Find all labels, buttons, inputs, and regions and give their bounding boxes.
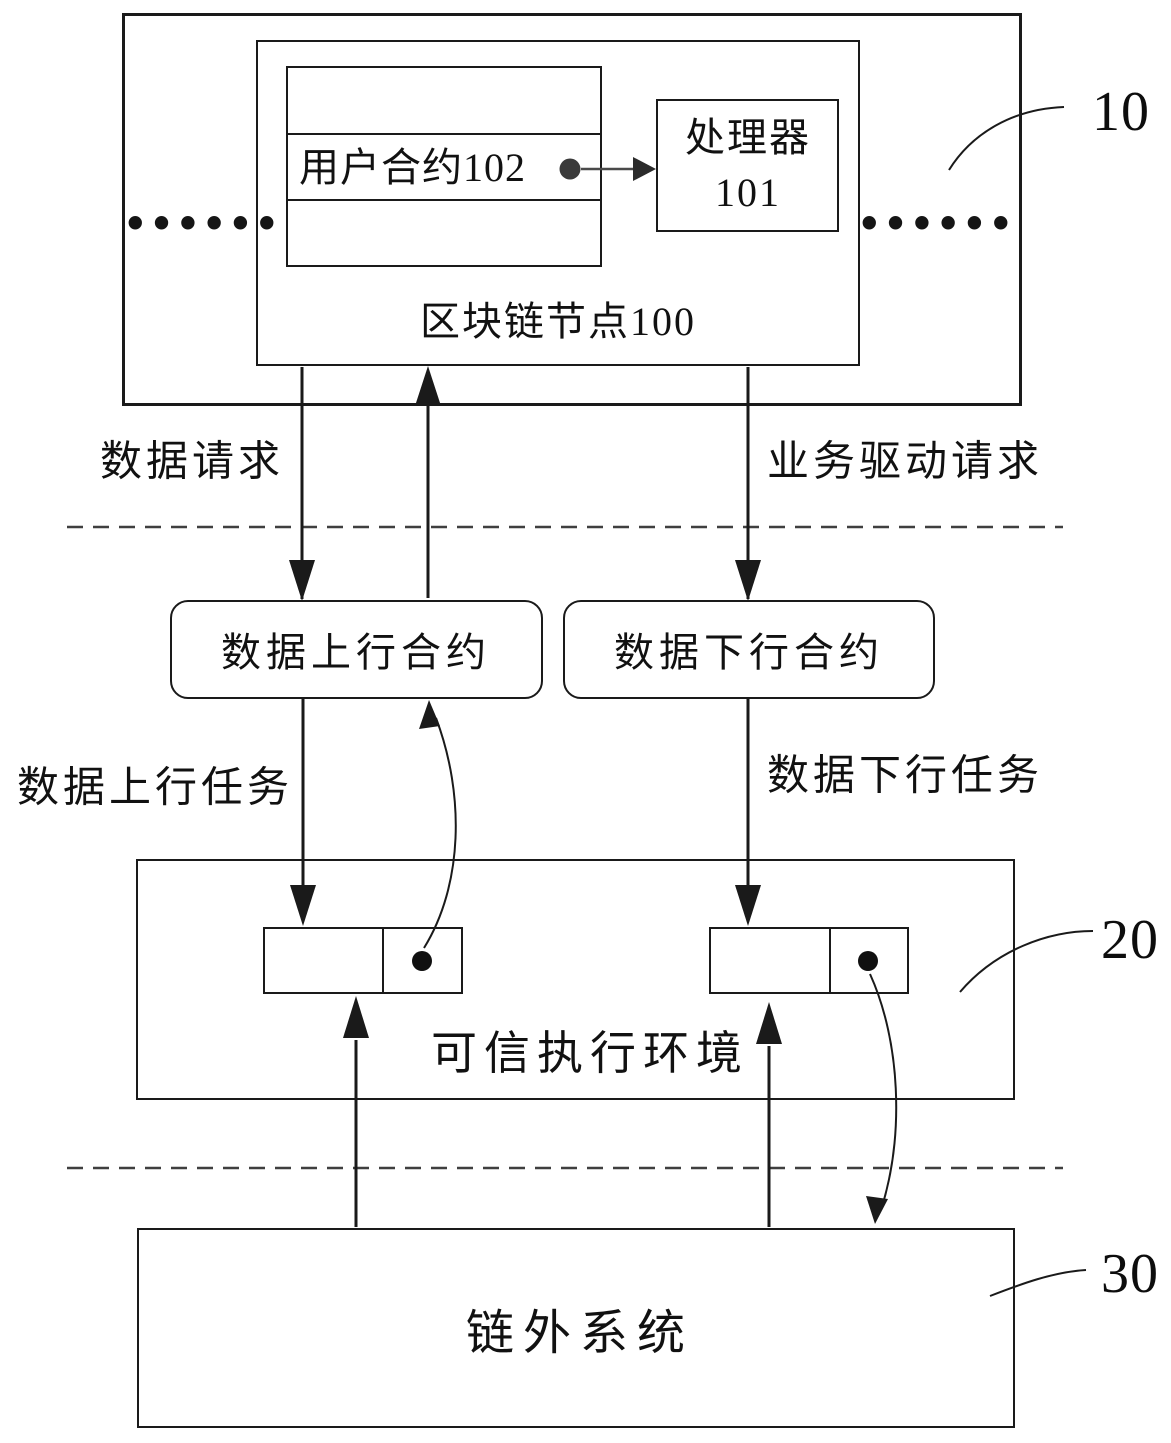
blockchain-node-label: 区块链节点100: [420, 299, 696, 344]
processor-label: 处理器 101: [685, 110, 811, 220]
business-drive-request-label: 业务驱动请求: [766, 439, 1044, 486]
ref-label-30: 30: [1101, 1243, 1159, 1305]
downlink-task-label: 数据下行任务: [766, 753, 1044, 800]
downlink-task-slot-divider: [829, 929, 831, 992]
ellipsis-left: ••••••: [123, 202, 281, 246]
uplink-contract-label: 数据上行合约: [221, 630, 491, 675]
processor-name: 处理器: [685, 115, 811, 160]
processor-number: 101: [715, 170, 781, 215]
offchain-system-box: [137, 1228, 1015, 1428]
stack-divider-top: [288, 133, 600, 135]
stack-divider-bottom: [288, 199, 600, 201]
downlink-contract-box: [563, 600, 935, 699]
downlink-task-slot-box: [709, 927, 909, 994]
downlink-contract-label: 数据下行合约: [614, 630, 884, 675]
uplink-contract-box: [170, 600, 543, 699]
uplink-task-label: 数据上行任务: [16, 765, 294, 812]
processor-box: [656, 99, 839, 232]
uplink-task-slot-divider: [382, 929, 384, 992]
tee-label: 可信执行环境: [431, 1028, 749, 1079]
user-contract-label: 用户合约102: [299, 145, 526, 190]
blockchain-node-box: [256, 40, 860, 366]
slot2-offchain-arrowhead-icon: [866, 1196, 888, 1224]
contract-stack-box: [286, 66, 602, 267]
business-request-arrowhead-icon: [735, 560, 761, 601]
ref-label-20: 20: [1101, 909, 1159, 971]
uplink-task-slot-box: [263, 927, 463, 994]
ref-label-10: 10: [1092, 81, 1150, 143]
slot1-callback-arrowhead-icon: [419, 700, 440, 729]
blockchain-network-box: [122, 13, 1022, 406]
ellipsis-right: ••••••: [857, 202, 1015, 246]
data-request-label: 数据请求: [99, 439, 285, 486]
data-request-arrowhead-icon: [289, 560, 315, 601]
offchain-system-label: 链外系统: [465, 1307, 695, 1360]
